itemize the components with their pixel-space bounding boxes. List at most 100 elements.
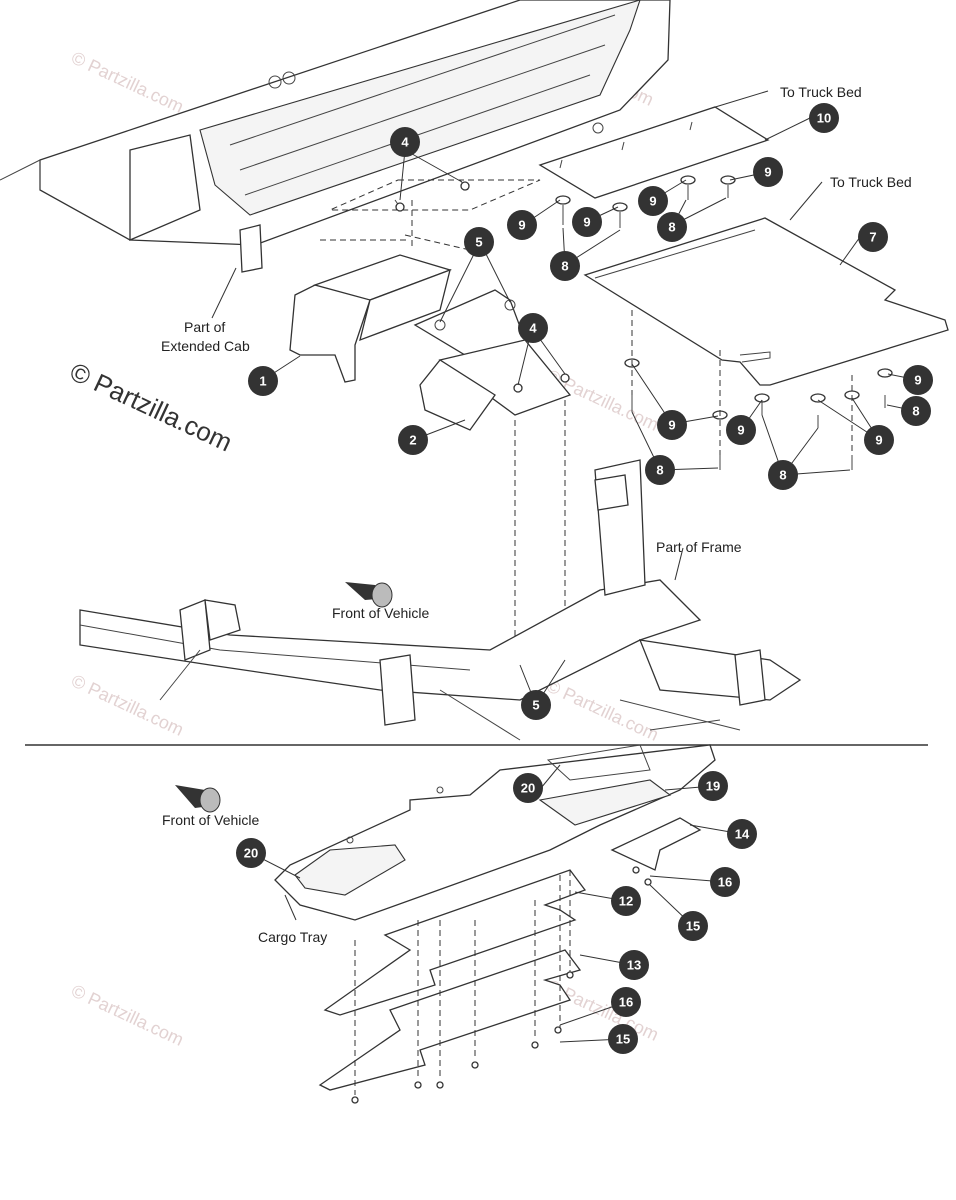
callout-13: 13 [619,950,649,980]
callout-bubble [903,365,933,395]
callout-bubble [513,773,543,803]
label-part-of: Part of [184,319,225,335]
callout-bubble [858,222,888,252]
front-arrow-icon [175,785,221,813]
callout-9: 9 [507,210,537,240]
callout-number: 9 [914,373,921,388]
extended-cab [0,0,671,273]
callout-bubble [645,455,675,485]
callout-number: 8 [912,404,919,419]
callout-19: 19 [698,771,728,801]
callout-number: 9 [583,215,590,230]
callout-number: 9 [764,165,771,180]
callout-number: 9 [668,418,675,433]
callout-16: 16 [611,987,641,1017]
watermark-faint: © Partzilla.com [68,47,186,116]
callout-number: 4 [401,135,409,150]
callout-bubble [657,212,687,242]
callout-number: 2 [409,433,416,448]
callout-bubble [608,1024,638,1054]
label-extended-cab: Extended Cab [161,338,250,354]
callout-bubble [726,415,756,445]
callout-9: 9 [903,365,933,395]
cargo-tray [274,744,716,921]
callout-bubble [710,867,740,897]
callout-number: 8 [779,468,786,483]
callout-bubble [619,950,649,980]
watermark-faint: © Partzilla.com [543,675,661,744]
callout-number: 8 [668,220,675,235]
watermark-faint: © Partzilla.com [68,980,186,1049]
callout-8: 8 [901,396,931,426]
callout-number: 9 [518,218,525,233]
callout-bubble [864,425,894,455]
callout-bubble [698,771,728,801]
callout-9: 9 [638,186,668,216]
callout-number: 7 [869,230,876,245]
callout-bubble [611,886,641,916]
front-arrow-icon [345,582,393,608]
callout-bubble [901,396,931,426]
callout-12: 12 [611,886,641,916]
callout-number: 9 [649,194,656,209]
callout-20: 20 [236,838,266,868]
hardware-top-right [555,175,893,470]
label-part-of-frame: Part of Frame [656,539,742,555]
callout-bubble [678,911,708,941]
callout-number: 12 [619,894,633,909]
callout-number: 9 [875,433,882,448]
callout-number: 13 [627,958,641,973]
callout-16: 16 [710,867,740,897]
callout-number: 9 [737,423,744,438]
callout-number: 20 [521,781,535,796]
callout-bubble [572,207,602,237]
label-front-of-vehicle: Front of Vehicle [332,605,429,621]
callout-bubble [727,819,757,849]
label-front-of-vehicle: Front of Vehicle [162,812,259,828]
callout-number: 19 [706,779,720,794]
panel-7 [583,217,949,386]
part-2-bracket [413,289,572,431]
callout-5: 5 [464,227,494,257]
callout-number: 1 [259,374,266,389]
callout-4: 4 [518,313,548,343]
callout-bubble [398,425,428,455]
callout-number: 16 [718,875,732,890]
callout-bubble [507,210,537,240]
callout-number: 20 [244,846,258,861]
callout-20: 20 [513,773,543,803]
callout-bubble [809,103,839,133]
callout-9: 9 [753,157,783,187]
watermark-faint: © Partzilla.com [68,670,186,739]
label-to-truck-bed: To Truck Bed [780,84,862,100]
callout-10: 10 [809,103,839,133]
callout-number: 14 [735,827,750,842]
callout-9: 9 [657,410,687,440]
callout-bubble [638,186,668,216]
callout-9: 9 [726,415,756,445]
callout-15: 15 [608,1024,638,1054]
callout-9: 9 [864,425,894,455]
callout-8: 8 [645,455,675,485]
part-14 [610,817,702,871]
callout-bubble [611,987,641,1017]
callout-number: 10 [817,111,831,126]
callout-number: 15 [616,1032,630,1047]
frame [79,459,802,741]
label-to-truck-bed: To Truck Bed [830,174,912,190]
part-12 [323,869,587,1016]
callout-number: 8 [561,259,568,274]
part-13 [318,949,582,1091]
callout-8: 8 [768,460,798,490]
callout-1: 1 [248,366,278,396]
callout-5: 5 [521,690,551,720]
part-1-bracket [289,254,453,383]
callout-number: 15 [686,919,700,934]
callout-2: 2 [398,425,428,455]
panel-10 [538,106,770,199]
callout-number: 5 [475,235,482,250]
callout-7: 7 [858,222,888,252]
callout-15: 15 [678,911,708,941]
callout-bubble [390,127,420,157]
